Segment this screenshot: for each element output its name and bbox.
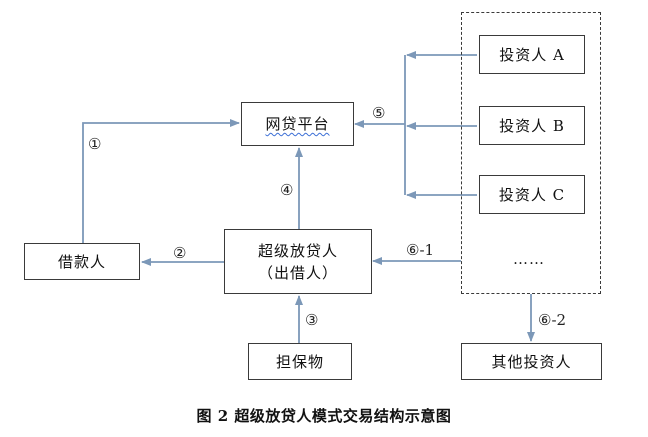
other-investors-box: 其他投资人 [461, 343, 602, 380]
collateral-label: 担保物 [275, 352, 324, 371]
edge-label-2: ② [173, 244, 187, 262]
lender-box: 超级放贷人 （出借人） [224, 229, 372, 294]
edge-label-5: ⑤ [372, 104, 386, 122]
figure-caption: 图 2 超级放贷人模式交易结构示意图 [196, 407, 452, 425]
platform-box: 网贷平台 [241, 102, 354, 146]
borrower-label: 借款人 [57, 252, 106, 271]
investor-c-box: 投资人 C [479, 175, 585, 214]
lender-label: 超级放贷人 [257, 241, 338, 260]
investor-b-box: 投资人 B [479, 106, 585, 145]
edge-label-6-2: ⑥-2 [538, 311, 567, 329]
lender-sublabel: （出借人） [257, 263, 338, 282]
platform-label: 网贷平台 [265, 115, 330, 133]
investor-a-box: 投资人 A [479, 35, 585, 74]
investor-a-label: 投资人 A [499, 45, 565, 64]
edge-label-1: ① [88, 135, 102, 153]
investor-b-label: 投资人 B [499, 116, 565, 135]
collateral-box: 担保物 [248, 343, 352, 380]
investor-c-label: 投资人 C [498, 185, 566, 204]
edge-label-4: ④ [280, 181, 294, 199]
investor-ellipsis: …… [513, 250, 545, 268]
edge-label-6-1: ⑥-1 [406, 241, 435, 259]
borrower-box: 借款人 [24, 243, 140, 280]
edge-label-3: ③ [305, 311, 319, 329]
edge-1-borrower-to-platform [82, 119, 240, 243]
investor-group [461, 12, 601, 294]
other-investors-label: 其他投资人 [491, 352, 572, 371]
